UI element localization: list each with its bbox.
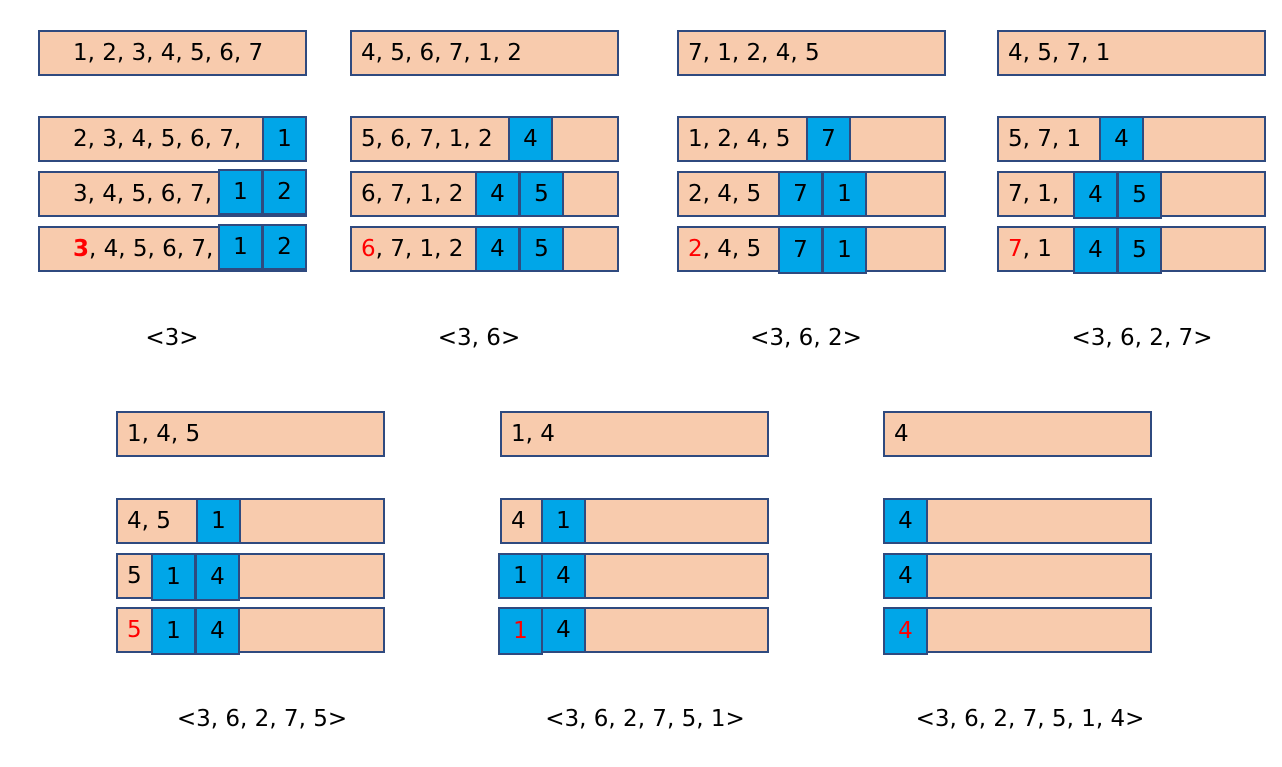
moved-number-block: 5: [519, 226, 564, 272]
moved-number-block: 5: [1117, 171, 1162, 219]
moved-number-block: 4: [541, 607, 586, 653]
moved-number-block: 4: [508, 116, 553, 162]
moved-number-block: 4: [475, 226, 520, 272]
queue-bar: 4, 5, 7, 1: [997, 30, 1266, 76]
remaining-numbers: 6, 7, 1, 2: [361, 181, 464, 207]
queue-bar: 7, 1, 2, 4, 5: [677, 30, 946, 76]
eliminated-number: 2: [688, 236, 703, 262]
result-sequence: <3, 6, 2, 7>: [1071, 325, 1213, 351]
remaining-numbers: 2, 3, 4, 5, 6, 7,: [73, 126, 242, 152]
moved-number-block: 1: [541, 498, 586, 544]
moved-number-block: 1: [498, 553, 543, 599]
moved-number-block: 5: [519, 171, 564, 217]
remaining-numbers: 3, 4, 5, 6, 7,: [73, 181, 212, 207]
moved-number-block: 4: [883, 607, 928, 655]
moved-number-block: 4: [541, 553, 586, 599]
result-sequence: <3, 6, 2, 7, 5, 1, 4>: [915, 706, 1145, 732]
queue-bar: 1, 4, 5: [116, 411, 385, 457]
row-text: 5: [127, 609, 142, 651]
queue-text: 1, 4: [511, 421, 555, 447]
moved-number-block: 2: [262, 169, 307, 215]
remaining-numbers: 4: [511, 508, 526, 534]
eliminated-number: 3: [73, 236, 90, 262]
process-row: 4, 5: [116, 498, 385, 544]
process-row: 5, 6, 7, 1, 2: [350, 116, 619, 162]
row-text: 3, 4, 5, 6, 7,: [73, 228, 213, 270]
queue-text: 4, 5, 6, 7, 1, 2: [361, 40, 522, 66]
queue-text: 1, 4, 5: [127, 421, 201, 447]
moved-number-block: 4: [883, 498, 928, 544]
moved-number-block: 1: [262, 116, 307, 162]
moved-number-block: 2: [262, 224, 307, 270]
moved-number-block: 4: [1073, 226, 1118, 274]
moved-number-block: 1: [218, 169, 263, 215]
remaining-numbers: 5, 6, 7, 1, 2: [361, 126, 493, 152]
queue-text: 4, 5, 7, 1: [1008, 40, 1111, 66]
moved-number-block: 7: [778, 171, 823, 217]
queue-bar: 1, 4: [500, 411, 769, 457]
row-text: 2, 3, 4, 5, 6, 7,: [73, 118, 241, 160]
queue-bar: 4, 5, 6, 7, 1, 2: [350, 30, 619, 76]
row-text: 7, 1: [1008, 228, 1052, 270]
moved-number-block: 1: [822, 171, 867, 217]
result-sequence: <3, 6, 2>: [750, 325, 862, 351]
row-text: 5, 6, 7, 1, 2: [361, 118, 493, 160]
queue-text: 4: [894, 421, 909, 447]
eliminated-number: 7: [1008, 236, 1023, 262]
moved-number-block: 1: [498, 607, 543, 655]
remaining-numbers: , 4, 5: [702, 236, 762, 262]
eliminated-number: 5: [127, 617, 142, 643]
moved-number-block: 4: [195, 553, 240, 601]
row-text: 4: [511, 500, 526, 542]
moved-number-block: 1: [151, 607, 196, 655]
result-sequence: <3, 6>: [437, 325, 521, 351]
moved-number-block: 4: [1099, 116, 1144, 162]
row-text: 5, 7, 1: [1008, 118, 1081, 160]
remaining-numbers: 2, 4, 5: [688, 181, 762, 207]
moved-number-block: 4: [195, 607, 240, 655]
remaining-numbers: 4, 5: [127, 508, 171, 534]
moved-number-block: 4: [883, 553, 928, 599]
remaining-numbers: , 4, 5, 6, 7,: [89, 236, 214, 262]
row-text: 7, 1,: [1008, 173, 1059, 215]
remaining-numbers: 5: [127, 563, 142, 589]
moved-number-block: 4: [1073, 171, 1118, 219]
result-sequence: <3, 6, 2, 7, 5, 1>: [545, 706, 745, 732]
moved-number-block: 1: [151, 553, 196, 601]
queue-bar: 1, 2, 3, 4, 5, 6, 7: [38, 30, 307, 76]
remaining-numbers: 1, 2, 4, 5: [688, 126, 791, 152]
moved-number-block: 7: [778, 226, 823, 274]
row-text: 1, 2, 4, 5: [688, 118, 790, 160]
moved-number-block: 1: [822, 226, 867, 274]
moved-number-block: 1: [196, 498, 241, 544]
queue-text: 7, 1, 2, 4, 5: [688, 40, 820, 66]
eliminated-number: 6: [361, 236, 376, 262]
row-text: 6, 7, 1, 2: [361, 173, 463, 215]
moved-number-block: 1: [218, 224, 263, 270]
row-text: 2, 4, 5: [688, 173, 761, 215]
remaining-numbers: 7, 1,: [1008, 181, 1060, 207]
row-text: 4, 5: [127, 500, 171, 542]
remaining-numbers: 5, 7, 1: [1008, 126, 1082, 152]
queue-bar: 4: [883, 411, 1152, 457]
moved-number-block: 5: [1117, 226, 1162, 274]
row-text: 6, 7, 1, 2: [361, 228, 463, 270]
moved-number-block: 7: [806, 116, 851, 162]
row-text: 2, 4, 5: [688, 228, 761, 270]
queue-text: 1, 2, 3, 4, 5, 6, 7: [73, 40, 264, 66]
moved-number-block: 4: [475, 171, 520, 217]
remaining-numbers: , 7, 1, 2: [375, 236, 464, 262]
result-sequence: <3>: [145, 325, 199, 351]
remaining-numbers: , 1: [1022, 236, 1052, 262]
result-sequence: <3, 6, 2, 7, 5>: [176, 706, 348, 732]
row-text: 5: [127, 555, 142, 597]
row-text: 3, 4, 5, 6, 7,: [73, 173, 212, 215]
